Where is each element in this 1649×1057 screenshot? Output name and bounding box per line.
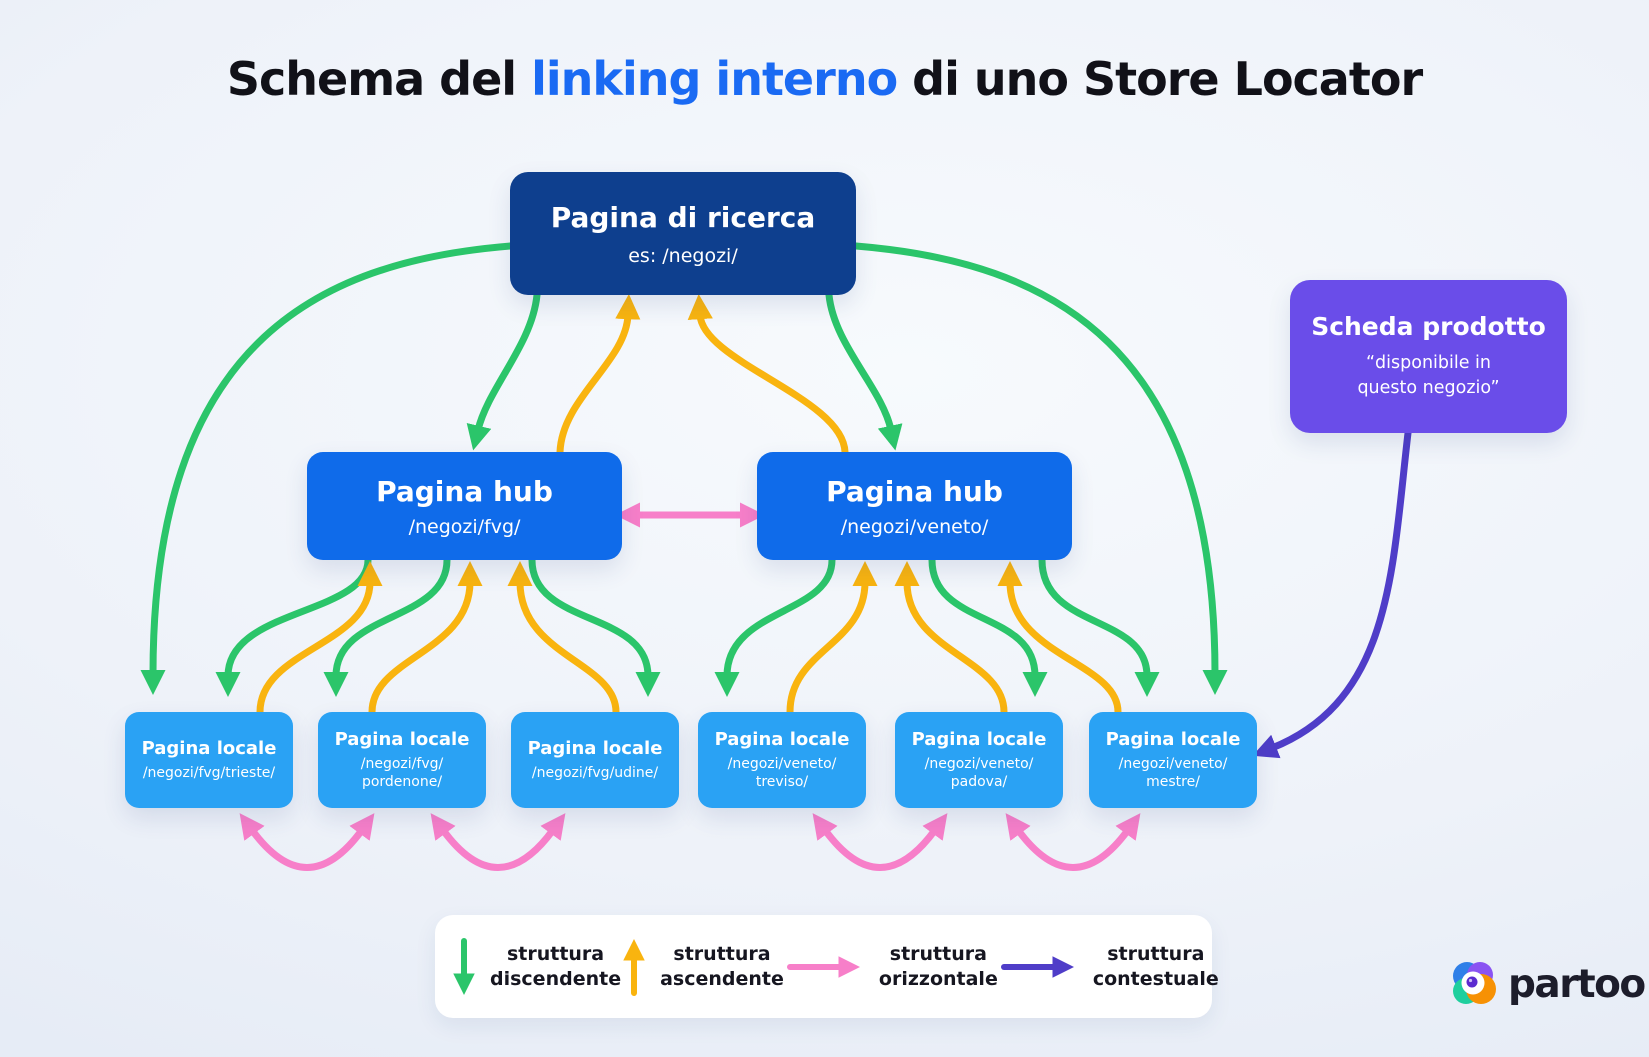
node-hub-veneto: Pagina hub /negozi/veneto/ bbox=[757, 452, 1072, 560]
arrow-udine-to-hubfvg bbox=[507, 561, 620, 716]
yellow-up-arrow-icon bbox=[623, 938, 645, 996]
node-local-treviso: Pagina locale /negozi/veneto/ treviso/ bbox=[698, 712, 866, 808]
arrow-hubveneto-to-padova bbox=[928, 556, 1048, 697]
local-pordenone-title: Pagina locale bbox=[334, 728, 470, 750]
legend-item-discendente: struttura discendente bbox=[451, 933, 621, 1001]
arrow-search-to-mestre-arc bbox=[852, 242, 1228, 695]
product-card-title: Scheda prodotto bbox=[1311, 311, 1546, 341]
arrow-search-to-trieste-arc bbox=[140, 242, 514, 695]
title-part2: di uno Store Locator bbox=[897, 52, 1423, 106]
local-trieste-title: Pagina locale bbox=[141, 737, 277, 759]
arrow-treviso-padova bbox=[812, 813, 948, 871]
partoo-logo: partoo bbox=[1448, 958, 1646, 1010]
title-part1: Schema del bbox=[226, 52, 532, 106]
arrow-hubfvg-to-pordenone bbox=[323, 556, 451, 697]
legend: struttura discendente struttura ascenden… bbox=[435, 915, 1219, 1018]
pink-right-arrow-icon bbox=[786, 955, 860, 978]
legend-label: struttura ascendente bbox=[660, 943, 784, 990]
node-local-mestre: Pagina locale /negozi/veneto/ mestre/ bbox=[1089, 712, 1257, 808]
node-local-trieste: Pagina locale /negozi/fvg/trieste/ bbox=[125, 712, 293, 808]
node-product-card: Scheda prodotto “disponibile in questo n… bbox=[1290, 280, 1567, 433]
local-trieste-url: /negozi/fvg/trieste/ bbox=[142, 764, 276, 781]
arrow-padova-mestre bbox=[1005, 813, 1141, 871]
local-treviso-url: /negozi/veneto/ treviso/ bbox=[727, 755, 837, 790]
page-title: Schema del linking interno di uno Store … bbox=[0, 52, 1649, 106]
arrow-hubfvg-to-search bbox=[556, 294, 641, 456]
node-local-pordenone: Pagina locale /negozi/fvg/ pordenone/ bbox=[318, 712, 486, 808]
legend-label: struttura orizzontale bbox=[878, 943, 998, 990]
arrow-mestre-to-hubveneto bbox=[997, 561, 1122, 716]
partoo-wordmark: partoo bbox=[1508, 961, 1646, 1007]
local-treviso-title: Pagina locale bbox=[714, 728, 850, 750]
local-padova-title: Pagina locale bbox=[911, 728, 1047, 750]
local-mestre-title: Pagina locale bbox=[1105, 728, 1241, 750]
hub-fvg-title: Pagina hub bbox=[376, 474, 553, 508]
arrow-trieste-to-hubfvg bbox=[256, 561, 383, 716]
legend-label: struttura contestuale bbox=[1092, 943, 1219, 990]
hub-veneto-url: /negozi/veneto/ bbox=[840, 515, 989, 538]
search-page-url: es: /negozi/ bbox=[628, 244, 738, 267]
arrow-search-to-hub-veneto bbox=[825, 291, 903, 451]
node-hub-fvg: Pagina hub /negozi/fvg/ bbox=[307, 452, 622, 560]
legend-label: struttura discendente bbox=[490, 943, 622, 990]
green-down-arrow-icon bbox=[453, 937, 475, 995]
arrow-search-to-hub-fvg bbox=[466, 291, 541, 451]
arrow-pordenone-udine bbox=[430, 813, 566, 871]
local-pordenone-url: /negozi/fvg/ pordenone/ bbox=[360, 755, 444, 790]
node-local-padova: Pagina locale /negozi/veneto/ padova/ bbox=[895, 712, 1063, 808]
local-mestre-url: /negozi/veneto/ mestre/ bbox=[1118, 755, 1228, 790]
node-local-udine: Pagina locale /negozi/fvg/udine/ bbox=[511, 712, 679, 808]
title-highlight: linking interno bbox=[531, 52, 898, 106]
local-udine-url: /negozi/fvg/udine/ bbox=[531, 764, 659, 781]
purple-right-arrow-icon bbox=[1000, 955, 1074, 978]
legend-item-contestuale: struttura contestuale bbox=[998, 942, 1219, 991]
arrow-hubveneto-to-search bbox=[687, 294, 849, 456]
arrow-hubveneto-to-treviso bbox=[714, 556, 836, 697]
local-padova-url: /negozi/veneto/ padova/ bbox=[924, 755, 1034, 790]
hub-veneto-title: Pagina hub bbox=[826, 474, 1003, 508]
arrow-padova-to-hubveneto bbox=[894, 561, 1008, 716]
local-udine-title: Pagina locale bbox=[527, 737, 663, 759]
legend-item-orizzontale: struttura orizzontale bbox=[784, 942, 998, 991]
partoo-logo-icon bbox=[1453, 962, 1496, 1004]
legend-item-ascendente: struttura ascendente bbox=[621, 933, 784, 1001]
arrow-hubveneto-to-mestre bbox=[1038, 556, 1160, 697]
node-search-page: Pagina di ricerca es: /negozi/ bbox=[510, 172, 856, 295]
arrow-hubfvg-to-udine bbox=[528, 556, 661, 697]
hub-fvg-url: /negozi/fvg/ bbox=[408, 515, 521, 538]
arrow-pordenone-to-hubfvg bbox=[368, 561, 483, 716]
arrow-treviso-to-hubveneto bbox=[786, 561, 878, 716]
arrow-product-to-mestre bbox=[1252, 429, 1412, 759]
product-card-quote: “disponibile in questo negozio” bbox=[1357, 352, 1500, 398]
search-page-title: Pagina di ricerca bbox=[550, 200, 816, 234]
arrow-trieste-pordenone bbox=[239, 813, 375, 871]
